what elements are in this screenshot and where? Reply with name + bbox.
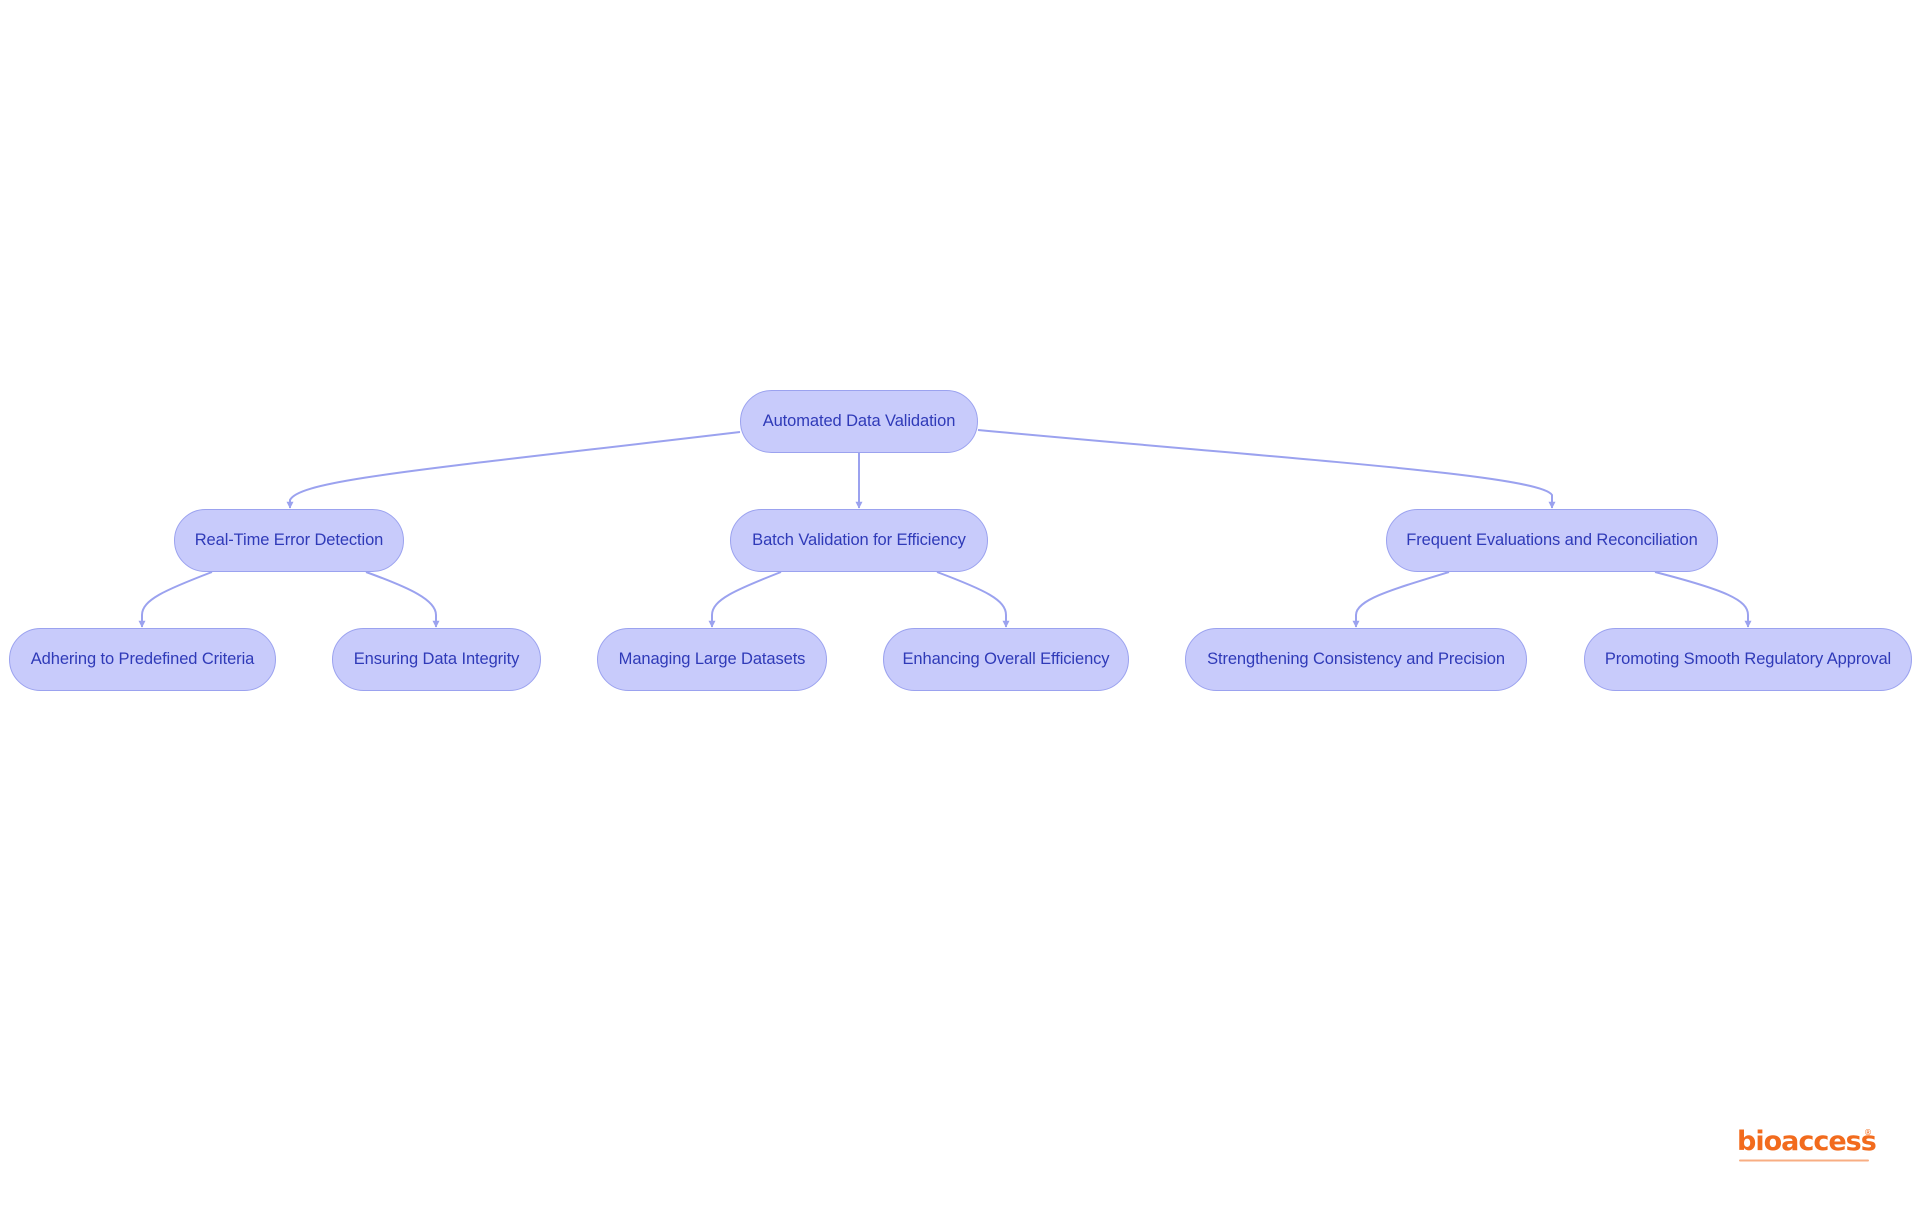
leaf-node-enhancing-overall-efficiency: Enhancing Overall Efficiency — [883, 628, 1129, 691]
edge-real-time-to-integrity — [365, 571, 440, 628]
leaf-node-managing-large-datasets: Managing Large Datasets — [597, 628, 827, 691]
branch-node-frequent-evaluations: Frequent Evaluations and Reconciliation — [1386, 509, 1718, 572]
edge-frequent-to-consistency — [1352, 571, 1450, 628]
branch-node-batch-validation: Batch Validation for Efficiency — [730, 509, 988, 572]
bioaccess-logo: bioaccess ® — [1737, 1127, 1877, 1167]
logo-registered-mark: ® — [1864, 1128, 1872, 1137]
leaf-node-promoting-regulatory-approval: Promoting Smooth Regulatory Approval — [1584, 628, 1912, 691]
leaf-node-adhering-to-criteria: Adhering to Predefined Criteria — [9, 628, 276, 691]
logo-wordmark: bioaccess — [1737, 1126, 1877, 1157]
root-node: Automated Data Validation — [740, 390, 978, 453]
edge-frequent-to-regulatory — [1654, 571, 1752, 628]
edge-root-to-real-time — [286, 431, 741, 509]
edge-real-time-to-adhering — [138, 571, 213, 628]
leaf-node-strengthening-consistency: Strengthening Consistency and Precision — [1185, 628, 1527, 691]
edge-batch-to-efficiency — [936, 571, 1010, 628]
branch-node-real-time-error-detection: Real-Time Error Detection — [174, 509, 404, 572]
edge-root-to-frequent — [977, 429, 1556, 509]
leaf-node-ensuring-data-integrity: Ensuring Data Integrity — [332, 628, 541, 691]
logo-tagline-graphic — [1739, 1159, 1869, 1162]
edge-batch-to-datasets — [708, 571, 782, 628]
